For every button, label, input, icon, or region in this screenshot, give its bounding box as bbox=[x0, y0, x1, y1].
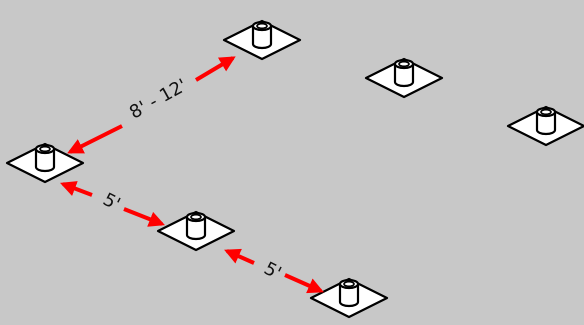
post-base-front-right bbox=[309, 277, 389, 319]
post-spacing-1-arrow-left bbox=[60, 181, 93, 197]
row-spacing-arrow-upper bbox=[194, 56, 236, 82]
post-spacing-2-arrow-left bbox=[224, 248, 255, 265]
post-spacing-2-label: 5' bbox=[260, 258, 284, 284]
post-spacing-dimension-2: 5' bbox=[224, 248, 324, 294]
row-spacing-dimension: 8' - 12' bbox=[67, 56, 236, 154]
post-spacing-2-arrow-right bbox=[284, 273, 324, 294]
post-spacing-1-label: 5' bbox=[99, 189, 123, 215]
post-spacing-dimension-1: 5' bbox=[60, 181, 165, 227]
post-spacing-1-arrow-right bbox=[123, 207, 165, 227]
row-spacing-label: 8' - 12' bbox=[126, 75, 191, 124]
row-spacing-arrow-lower bbox=[67, 124, 123, 154]
post-base-back-right bbox=[506, 105, 584, 147]
post-base-back-left bbox=[222, 19, 302, 61]
post-base-front-middle bbox=[156, 210, 236, 252]
post-base-back-middle bbox=[364, 57, 444, 99]
